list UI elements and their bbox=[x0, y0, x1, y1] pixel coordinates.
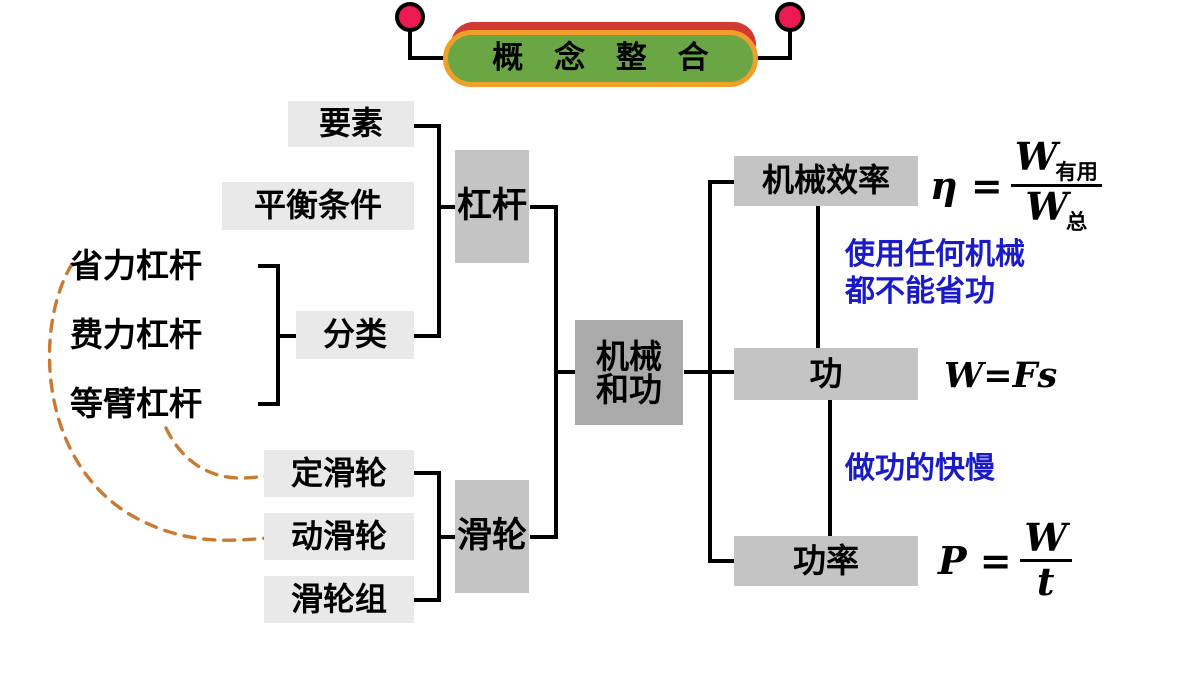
node-label: 滑轮组 bbox=[290, 579, 387, 618]
node-label: 要素 bbox=[318, 104, 383, 143]
node-label: 杠杆 bbox=[456, 186, 527, 226]
node-mechanical-efficiency[interactable]: 机械效率 bbox=[734, 156, 918, 206]
node-label: 省力杠杆 bbox=[70, 245, 202, 285]
node-label: 功 bbox=[809, 353, 843, 393]
fraction-power: W t bbox=[1019, 515, 1072, 604]
node-lever-effort-saving[interactable]: 省力杠杆 bbox=[70, 245, 258, 287]
formula-power: P = W t bbox=[938, 515, 1072, 604]
bracket-lever-children bbox=[414, 124, 441, 338]
node-label: 动滑轮 bbox=[290, 516, 387, 555]
bracket-machine bbox=[530, 205, 558, 539]
node-movable-pulley[interactable]: 动滑轮 bbox=[264, 513, 414, 560]
node-label: 功率 bbox=[793, 540, 859, 580]
node-work[interactable]: 功 bbox=[734, 348, 918, 400]
fraction-bar bbox=[1010, 184, 1102, 188]
page-title: 概 念 整 合 bbox=[492, 40, 719, 76]
node-pulley-hub[interactable]: 滑轮 bbox=[455, 480, 529, 593]
node-label-line2: 和功 bbox=[596, 369, 662, 409]
formula-work: W=Fs bbox=[944, 355, 1058, 396]
fraction-numerator: W有用 bbox=[1011, 137, 1102, 185]
node-machine-and-work[interactable]: 机械 和功 bbox=[575, 320, 683, 425]
fraction-numerator: W bbox=[1024, 515, 1067, 560]
bracket-work bbox=[708, 180, 734, 563]
node-label: 定滑轮 bbox=[290, 453, 387, 492]
node-lever-equal-arm[interactable]: 等臂杠杆 bbox=[70, 383, 258, 425]
denominator-symbol: W bbox=[1025, 184, 1069, 230]
numerator-symbol: W bbox=[1014, 134, 1058, 179]
title-left-knob bbox=[395, 2, 425, 32]
note-no-work-saving: 使用任何机械 都不能省功 bbox=[845, 237, 1025, 309]
fraction-denominator: W总 bbox=[1021, 187, 1091, 235]
bracket-classification bbox=[258, 264, 280, 406]
node-lever-balance[interactable]: 平衡条件 bbox=[222, 182, 414, 230]
formula-mechanical-efficiency: η = W有用 W总 bbox=[930, 137, 1102, 235]
denominator-subscript: 总 bbox=[1066, 209, 1088, 235]
fraction-denominator: t bbox=[1036, 558, 1055, 604]
fraction-efficiency: W有用 W总 bbox=[1010, 137, 1102, 235]
node-label: 费力杠杆 bbox=[70, 314, 202, 354]
node-label: 等臂杠杆 bbox=[70, 383, 202, 423]
node-label: 分类 bbox=[322, 315, 387, 354]
fraction-bar bbox=[1019, 558, 1072, 562]
node-fixed-pulley[interactable]: 定滑轮 bbox=[264, 450, 414, 497]
node-lever-classification[interactable]: 分类 bbox=[296, 311, 414, 359]
node-label: 滑轮 bbox=[456, 516, 527, 556]
numerator-subscript: 有用 bbox=[1055, 159, 1098, 185]
formula-lead: η = bbox=[930, 163, 1003, 209]
node-lever-effort-costing[interactable]: 费力杠杆 bbox=[70, 314, 258, 356]
bracket-pulley-children bbox=[414, 471, 441, 602]
title-right-knob bbox=[775, 2, 805, 32]
node-label: 机械效率 bbox=[761, 161, 890, 200]
node-power[interactable]: 功率 bbox=[734, 536, 918, 586]
title-banner: 概 念 整 合 bbox=[443, 30, 758, 87]
node-lever-hub[interactable]: 杠杆 bbox=[455, 150, 529, 263]
node-lever-element[interactable]: 要素 bbox=[288, 101, 414, 147]
dashed-link-dengbi-to-ding bbox=[164, 426, 270, 480]
node-label: 平衡条件 bbox=[253, 186, 382, 225]
node-pulley-block[interactable]: 滑轮组 bbox=[264, 576, 414, 623]
node-label-line1: 机械 bbox=[596, 336, 662, 376]
formula-lead: P = bbox=[938, 537, 1012, 583]
note-work-rate: 做功的快慢 bbox=[845, 451, 995, 486]
